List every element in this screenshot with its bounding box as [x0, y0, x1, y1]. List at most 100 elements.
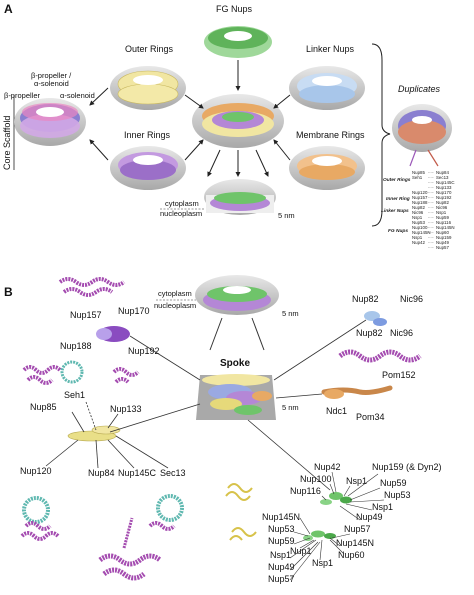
label-nsp1-b: Nsp1: [372, 502, 393, 512]
label-nup145c: Nup145C: [118, 468, 157, 478]
line-pom-spoke: [275, 393, 323, 399]
label-nup49-b: Nup49: [268, 562, 295, 572]
membrane-rings-title: Membrane Rings: [296, 130, 365, 140]
center-assembled-structure: [192, 94, 284, 148]
scale-bar-b: 5 nm: [282, 309, 299, 318]
arrow-center-cut-right: [255, 149, 269, 177]
beta-propeller-alpha-label: β-propeller /: [31, 71, 72, 80]
dup-left-item-13: Nsp1: [412, 235, 423, 240]
dup-right-item-0: Nup84: [436, 170, 449, 175]
label-nsp1-a: Nsp1: [346, 476, 367, 486]
linker-nups-structure: [289, 66, 365, 110]
label-nic96-a: Nic96: [400, 294, 423, 304]
duplicates-structure: [392, 104, 452, 152]
dup-group-fg: FG Nups: [388, 228, 408, 234]
cytoplasm-label-a: cytoplasm: [165, 199, 199, 208]
dup-right-item-9: Nup59: [436, 215, 449, 220]
label-nup82-a: Nup82: [352, 294, 379, 304]
beta-propeller-label: β-propeller: [4, 91, 40, 100]
label-nup59-a: Nup59: [380, 478, 407, 488]
magenta-structure-nup133: [112, 367, 140, 384]
label-nup53-b: Nup53: [268, 524, 295, 534]
line-nup192-spoke: [129, 335, 201, 381]
dup-left-item-4: Nup120: [412, 190, 428, 195]
spoke-title: Spoke: [220, 358, 250, 369]
label-pom34: Pom34: [356, 412, 385, 422]
duplicates-group-labels: Outer Rings Inner Ring Linker Nups FG Nu…: [381, 177, 411, 234]
spoke-structure: [196, 374, 276, 420]
dup-left-item-9: Nsp1: [412, 215, 423, 220]
label-seh1: Seh1: [64, 390, 85, 400]
line-nup120: [45, 439, 79, 467]
panel-b-top-structure: [195, 275, 279, 315]
dup-right-item-13: Nup159: [436, 235, 452, 240]
dup-group-linker: Linker Nups: [381, 208, 409, 214]
dup-right-item-4: Nup170: [436, 190, 452, 195]
label-nup120: Nup120: [20, 466, 52, 476]
inner-rings-title: Inner Rings: [124, 130, 171, 140]
dup-group-inner: Inner Ring: [386, 196, 410, 202]
membrane-rings-structure: [289, 146, 365, 190]
label-nup1: Nup1: [290, 546, 312, 556]
label-nup159: Nup159 (& Dyn2): [372, 462, 442, 472]
duplicates-left-column: Nup85Seh1Nup120Nup157Nup188Nup82Nic96Nsp…: [412, 170, 431, 245]
line-nup133: [107, 413, 119, 429]
dup-right-item-10: Nup116: [436, 220, 452, 225]
dup-right-item-3: Nup133: [436, 185, 452, 190]
dup-right-item-8: Nsp1: [436, 210, 447, 215]
dup-right-item-5: Nup192: [436, 195, 452, 200]
spoke-line-right: [251, 317, 265, 351]
line-nup85: [71, 411, 85, 433]
duplicates-right-column: Nup84Sec13Nup145CNup133Nup170Nup192Nup82…: [436, 170, 455, 250]
line-sec13: [115, 435, 169, 469]
dup-right-item-15: Nup57: [436, 245, 449, 250]
dup-line-left: [409, 149, 417, 167]
nucleoplasm-label-b: nucleoplasm: [154, 301, 196, 310]
label-nup84: Nup84: [88, 468, 115, 478]
outer-rings-title: Outer Rings: [125, 44, 174, 54]
label-nic96-b: Nic96: [390, 328, 413, 338]
line-fg-spoke: [247, 419, 331, 491]
magenta-structure-left-mid: [22, 360, 84, 385]
dup-right-item-11: Nup145N: [436, 225, 455, 230]
dup-right-item-14: Nup49: [436, 240, 449, 245]
cutaway-structure: [204, 179, 276, 215]
dup-left-item-14: Nup42: [412, 240, 425, 245]
line-nup145c: [107, 439, 135, 469]
dup-right-item-2: Nup145C: [436, 180, 455, 185]
dup-line-right: [427, 149, 439, 167]
fg-nups-ring: [204, 26, 272, 58]
duplicates-dashes: [428, 172, 434, 248]
arrow-inner-core: [89, 139, 109, 161]
alpha-solenoid-label: α-solenoid: [60, 91, 95, 100]
core-scaffold-structure: [14, 98, 86, 146]
dup-left-item-11: Nup100: [412, 225, 428, 230]
y-complex-blob: [67, 425, 121, 442]
pom152-structure: [321, 385, 393, 399]
line-seh1: [85, 401, 97, 431]
dup-right-item-7: Nic96: [436, 205, 448, 210]
nup188-192-blob: [96, 326, 130, 342]
dup-left-item-0: Nup85: [412, 170, 425, 175]
linker-nups-title: Linker Nups: [306, 44, 355, 54]
label-nup59-b: Nup59: [268, 536, 295, 546]
magenta-structure-top-left: [58, 277, 126, 297]
label-nup157: Nup157: [70, 310, 102, 320]
arrow-center-cut-left: [207, 149, 221, 177]
alpha-solenoid-top-label: α-solenoid: [34, 79, 69, 88]
label-pom152: Pom152: [382, 370, 416, 380]
dup-left-item-6: Nup188: [412, 200, 428, 205]
arrow-inner-center: [184, 139, 204, 161]
label-nup53-a: Nup53: [384, 490, 411, 500]
label-nup85: Nup85: [30, 402, 57, 412]
line-nup84: [95, 439, 99, 469]
nucleoplasm-label-a: nucleoplasm: [160, 209, 202, 218]
label-nup192: Nup192: [128, 346, 160, 356]
nup82-nic96-blob: [364, 311, 387, 326]
label-nup42: Nup42: [314, 462, 341, 472]
dup-left-item-5: Nup157: [412, 195, 428, 200]
label-ndc1: Ndc1: [326, 406, 347, 416]
yellow-structure-fg: [225, 483, 257, 541]
label-nsp1-c: Nsp1: [270, 550, 291, 560]
arrow-outer-center: [184, 94, 204, 109]
